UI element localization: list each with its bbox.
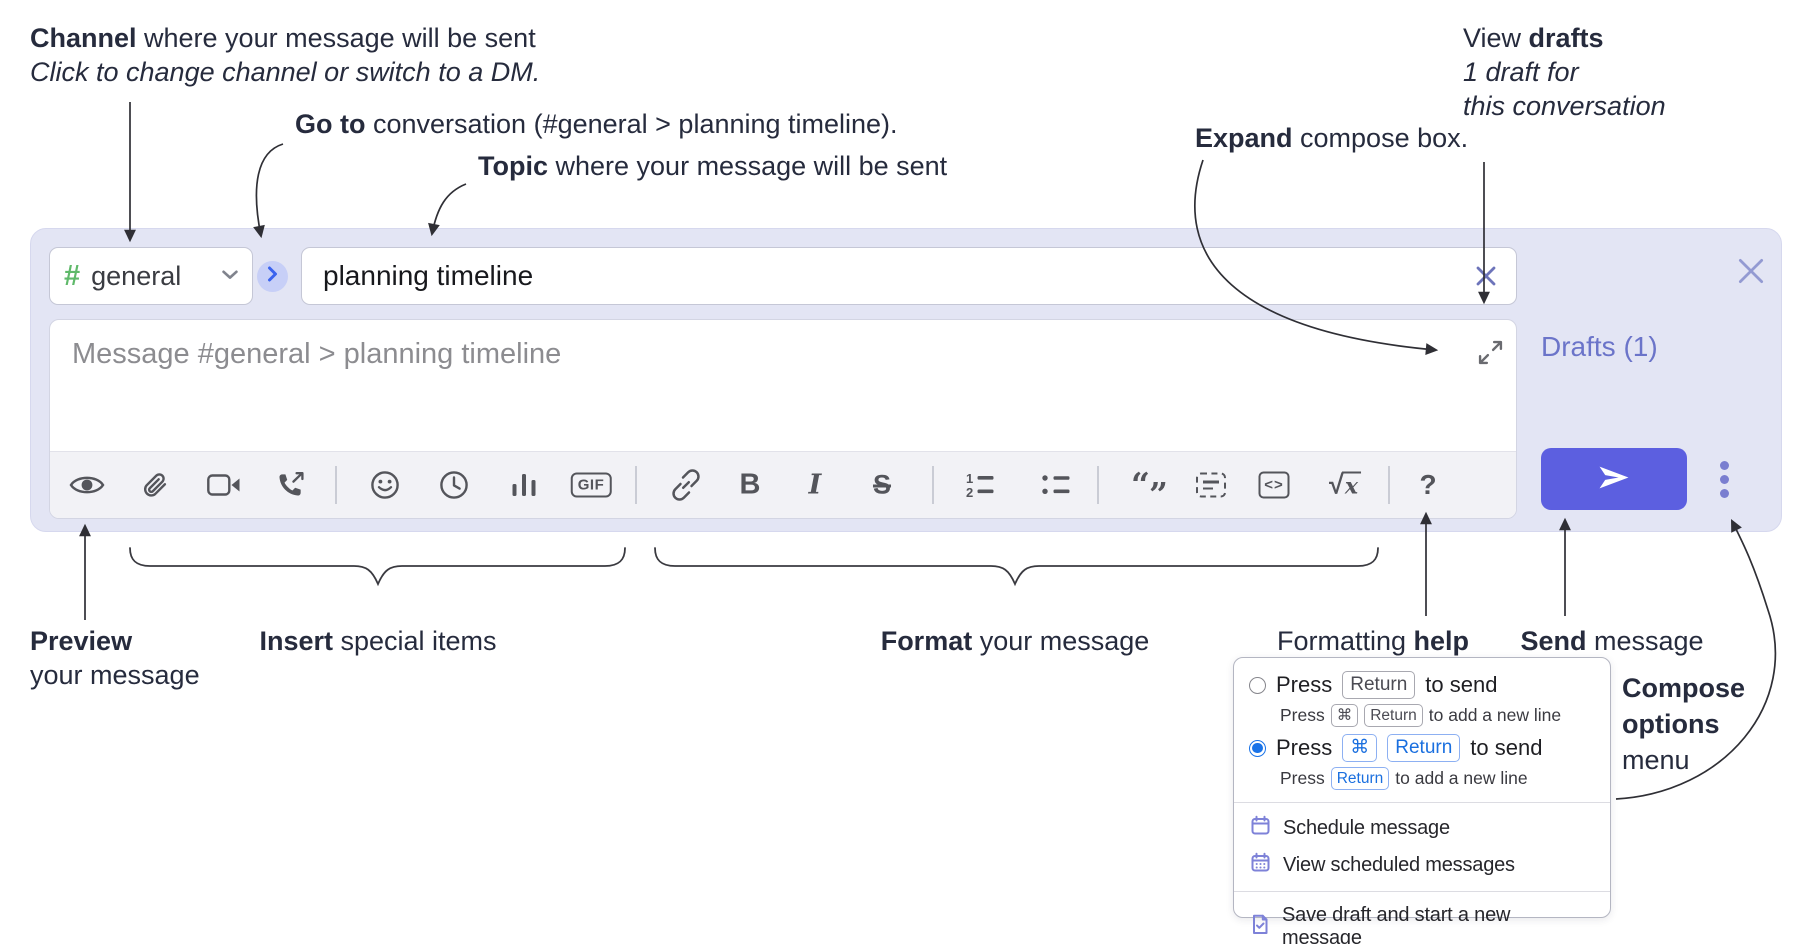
preview-label-line2: your message xyxy=(30,660,200,690)
channel-annotation-bold: Channel xyxy=(30,23,137,53)
message-input[interactable] xyxy=(50,320,1516,452)
channel-selector[interactable]: # general xyxy=(49,247,253,305)
topic-input[interactable] xyxy=(301,247,1517,305)
send-option-cmd-enter[interactable]: Press ⌘ Return to send xyxy=(1234,732,1610,764)
audio-call-icon[interactable] xyxy=(277,471,306,499)
send-option-enter-sub: Press ⌘ Return to add a new line xyxy=(1280,704,1562,727)
insert-brace xyxy=(129,547,626,587)
save-draft-icon xyxy=(1250,914,1270,941)
view-drafts-line3: this conversation xyxy=(1463,91,1666,121)
send-button[interactable] xyxy=(1541,448,1687,510)
compose-options-menu: Press Return to send Press ⌘ Return to a… xyxy=(1233,657,1611,944)
toolbar-divider xyxy=(1097,466,1099,504)
channel-name: general xyxy=(91,260,182,291)
goto-annotation-bold: Go to xyxy=(295,109,366,139)
radio-selected-icon[interactable] xyxy=(1249,739,1266,757)
expand-annotation-bold: Expand xyxy=(1195,123,1293,153)
compose-options-label-line3: menu xyxy=(1622,745,1690,775)
help-icon[interactable]: ? xyxy=(1419,469,1437,500)
quote-icon[interactable]: “” xyxy=(1131,465,1168,514)
view-drafts-line2: 1 draft for xyxy=(1463,57,1579,87)
topic-annotation: Topic where your message will be sent xyxy=(478,150,947,183)
toolbar-divider xyxy=(1388,466,1390,504)
compose-options-icon[interactable] xyxy=(1715,461,1733,498)
menu-divider xyxy=(1234,891,1610,892)
return-key: Return xyxy=(1342,671,1416,699)
preview-eye-icon[interactable] xyxy=(69,472,105,498)
spoiler-icon[interactable] xyxy=(1196,472,1226,498)
compose-toolbar: GIF B I S 1 2 xyxy=(50,451,1516,518)
cmd-key: ⌘ xyxy=(1330,704,1359,727)
close-icon[interactable] xyxy=(1735,255,1767,287)
cmd-key: ⌘ xyxy=(1342,734,1378,762)
format-label: Format your message xyxy=(880,626,1150,656)
calendar-icon xyxy=(1250,815,1271,842)
goto-connector xyxy=(253,143,284,239)
math-icon[interactable]: √x xyxy=(1329,470,1361,501)
go-to-conversation-button[interactable] xyxy=(257,261,288,292)
go-chevron-icon xyxy=(267,266,278,287)
gif-icon[interactable]: GIF xyxy=(570,472,612,498)
goto-annotation-rest: conversation (#general > planning timeli… xyxy=(365,109,898,139)
clear-topic-icon[interactable] xyxy=(1475,265,1497,287)
view-drafts-bold: drafts xyxy=(1528,23,1604,53)
topic-input-wrap xyxy=(301,247,1517,305)
preview-label-bold: Preview xyxy=(30,626,133,656)
code-icon[interactable]: <> xyxy=(1258,471,1290,499)
italic-icon[interactable]: I xyxy=(808,469,822,501)
chevron-down-icon xyxy=(222,267,238,285)
menu-divider xyxy=(1234,802,1610,803)
bulleted-list-icon[interactable] xyxy=(1041,472,1071,499)
link-icon[interactable] xyxy=(670,469,702,501)
send-message-label: Send message xyxy=(1520,626,1704,656)
channel-annotation-rest: where your message will be sent xyxy=(136,23,536,53)
toolbar-divider xyxy=(635,466,637,504)
compose-box: # general xyxy=(30,228,1782,532)
view-drafts-pre: View xyxy=(1463,23,1529,53)
menu-item-save-draft[interactable]: Save draft and start a new message xyxy=(1234,899,1610,944)
channel-hash-icon: # xyxy=(64,259,81,292)
attach-file-icon[interactable] xyxy=(143,472,169,499)
svg-text:2: 2 xyxy=(966,485,973,499)
drafts-link[interactable]: Drafts (1) xyxy=(1541,331,1658,362)
strikethrough-icon[interactable]: S xyxy=(872,469,892,500)
time-icon[interactable] xyxy=(439,470,469,500)
send-option-enter[interactable]: Press Return to send xyxy=(1234,669,1610,701)
return-key: Return xyxy=(1364,704,1423,727)
calendar-grid-icon xyxy=(1250,852,1271,879)
send-option-cmd-enter-sub: Press Return to add a new line xyxy=(1280,767,1528,790)
message-box: GIF B I S 1 2 xyxy=(49,319,1517,519)
send-icon xyxy=(1596,462,1632,496)
video-call-icon[interactable] xyxy=(207,473,241,497)
toolbar-divider xyxy=(932,466,934,504)
menu-item-view-scheduled[interactable]: View scheduled messages xyxy=(1234,847,1610,884)
poll-icon[interactable] xyxy=(510,472,538,498)
toolbar-divider xyxy=(335,466,337,504)
goto-annotation: Go to conversation (#general > planning … xyxy=(295,108,898,141)
topic-annotation-bold: Topic xyxy=(478,151,548,181)
format-brace xyxy=(654,547,1379,587)
return-key: Return xyxy=(1330,767,1390,790)
return-key: Return xyxy=(1387,734,1461,762)
formatting-help-label: Formatting help xyxy=(1276,626,1470,656)
view-drafts-annotation: View drafts xyxy=(1463,22,1604,55)
expand-annotation-rest: compose box. xyxy=(1292,123,1469,153)
channel-annotation-line2: Click to change channel or switch to a D… xyxy=(30,57,541,87)
expand-compose-icon[interactable] xyxy=(1478,340,1503,365)
channel-annotation: Channel where your message will be sent xyxy=(30,22,536,55)
expand-annotation: Expand compose box. xyxy=(1195,122,1468,155)
insert-label: Insert special items xyxy=(259,626,497,656)
topic-annotation-rest: where your message will be sent xyxy=(548,151,948,181)
emoji-icon[interactable] xyxy=(370,470,400,500)
bold-icon[interactable]: B xyxy=(739,468,761,501)
compose-options-label-line1: Compose xyxy=(1622,673,1746,703)
svg-text:1: 1 xyxy=(966,472,973,487)
radio-unselected-icon[interactable] xyxy=(1249,676,1266,694)
topic-connector xyxy=(428,183,467,237)
menu-item-schedule-message[interactable]: Schedule message xyxy=(1234,810,1610,847)
numbered-list-icon[interactable]: 1 2 xyxy=(965,472,995,499)
compose-options-label-line2: options xyxy=(1622,709,1720,739)
